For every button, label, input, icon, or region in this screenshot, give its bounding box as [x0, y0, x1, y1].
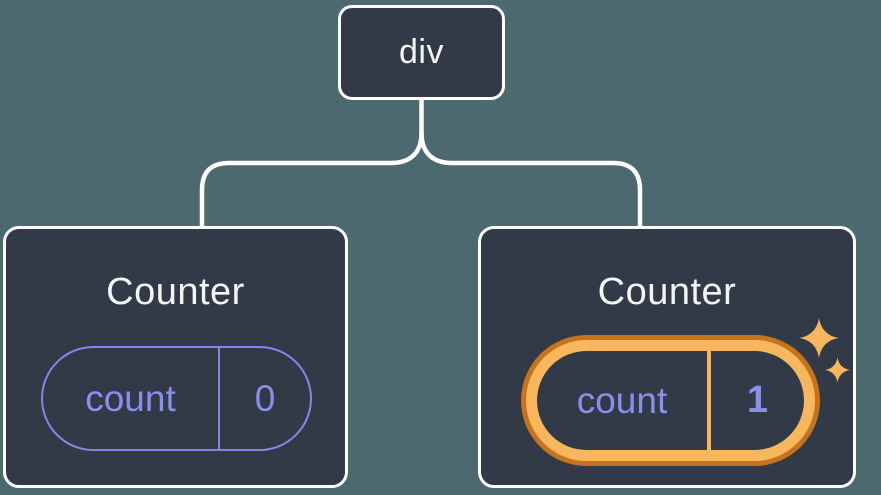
- connector-branch-right: [419, 130, 643, 229]
- state-key-cell: count: [537, 351, 711, 450]
- state-pill-highlight-inner-ring: count 1: [526, 340, 815, 461]
- node-div-label: div: [399, 33, 444, 71]
- state-pill-left: count 0: [41, 346, 312, 451]
- sparkle-icon: [799, 318, 839, 358]
- state-pill-highlight-ring: count 1: [521, 335, 820, 466]
- state-value-label: 0: [254, 377, 276, 419]
- state-value-cell: 0: [220, 348, 310, 449]
- connector-branch-left: [199, 130, 424, 229]
- counter-left-title: Counter: [106, 271, 245, 313]
- state-key-cell: count: [43, 348, 220, 449]
- state-pill-right: count 1: [537, 351, 804, 450]
- sparkle-icon: [825, 357, 850, 383]
- state-value-cell: 1: [711, 351, 804, 450]
- state-value-label: 1: [746, 379, 769, 421]
- node-counter-left: Counter count 0: [3, 226, 348, 488]
- state-key-label: count: [576, 379, 668, 421]
- node-div: div: [338, 5, 505, 100]
- node-counter-right: Counter count 1: [478, 226, 856, 488]
- counter-right-title: Counter: [597, 271, 737, 313]
- state-key-label: count: [85, 377, 176, 419]
